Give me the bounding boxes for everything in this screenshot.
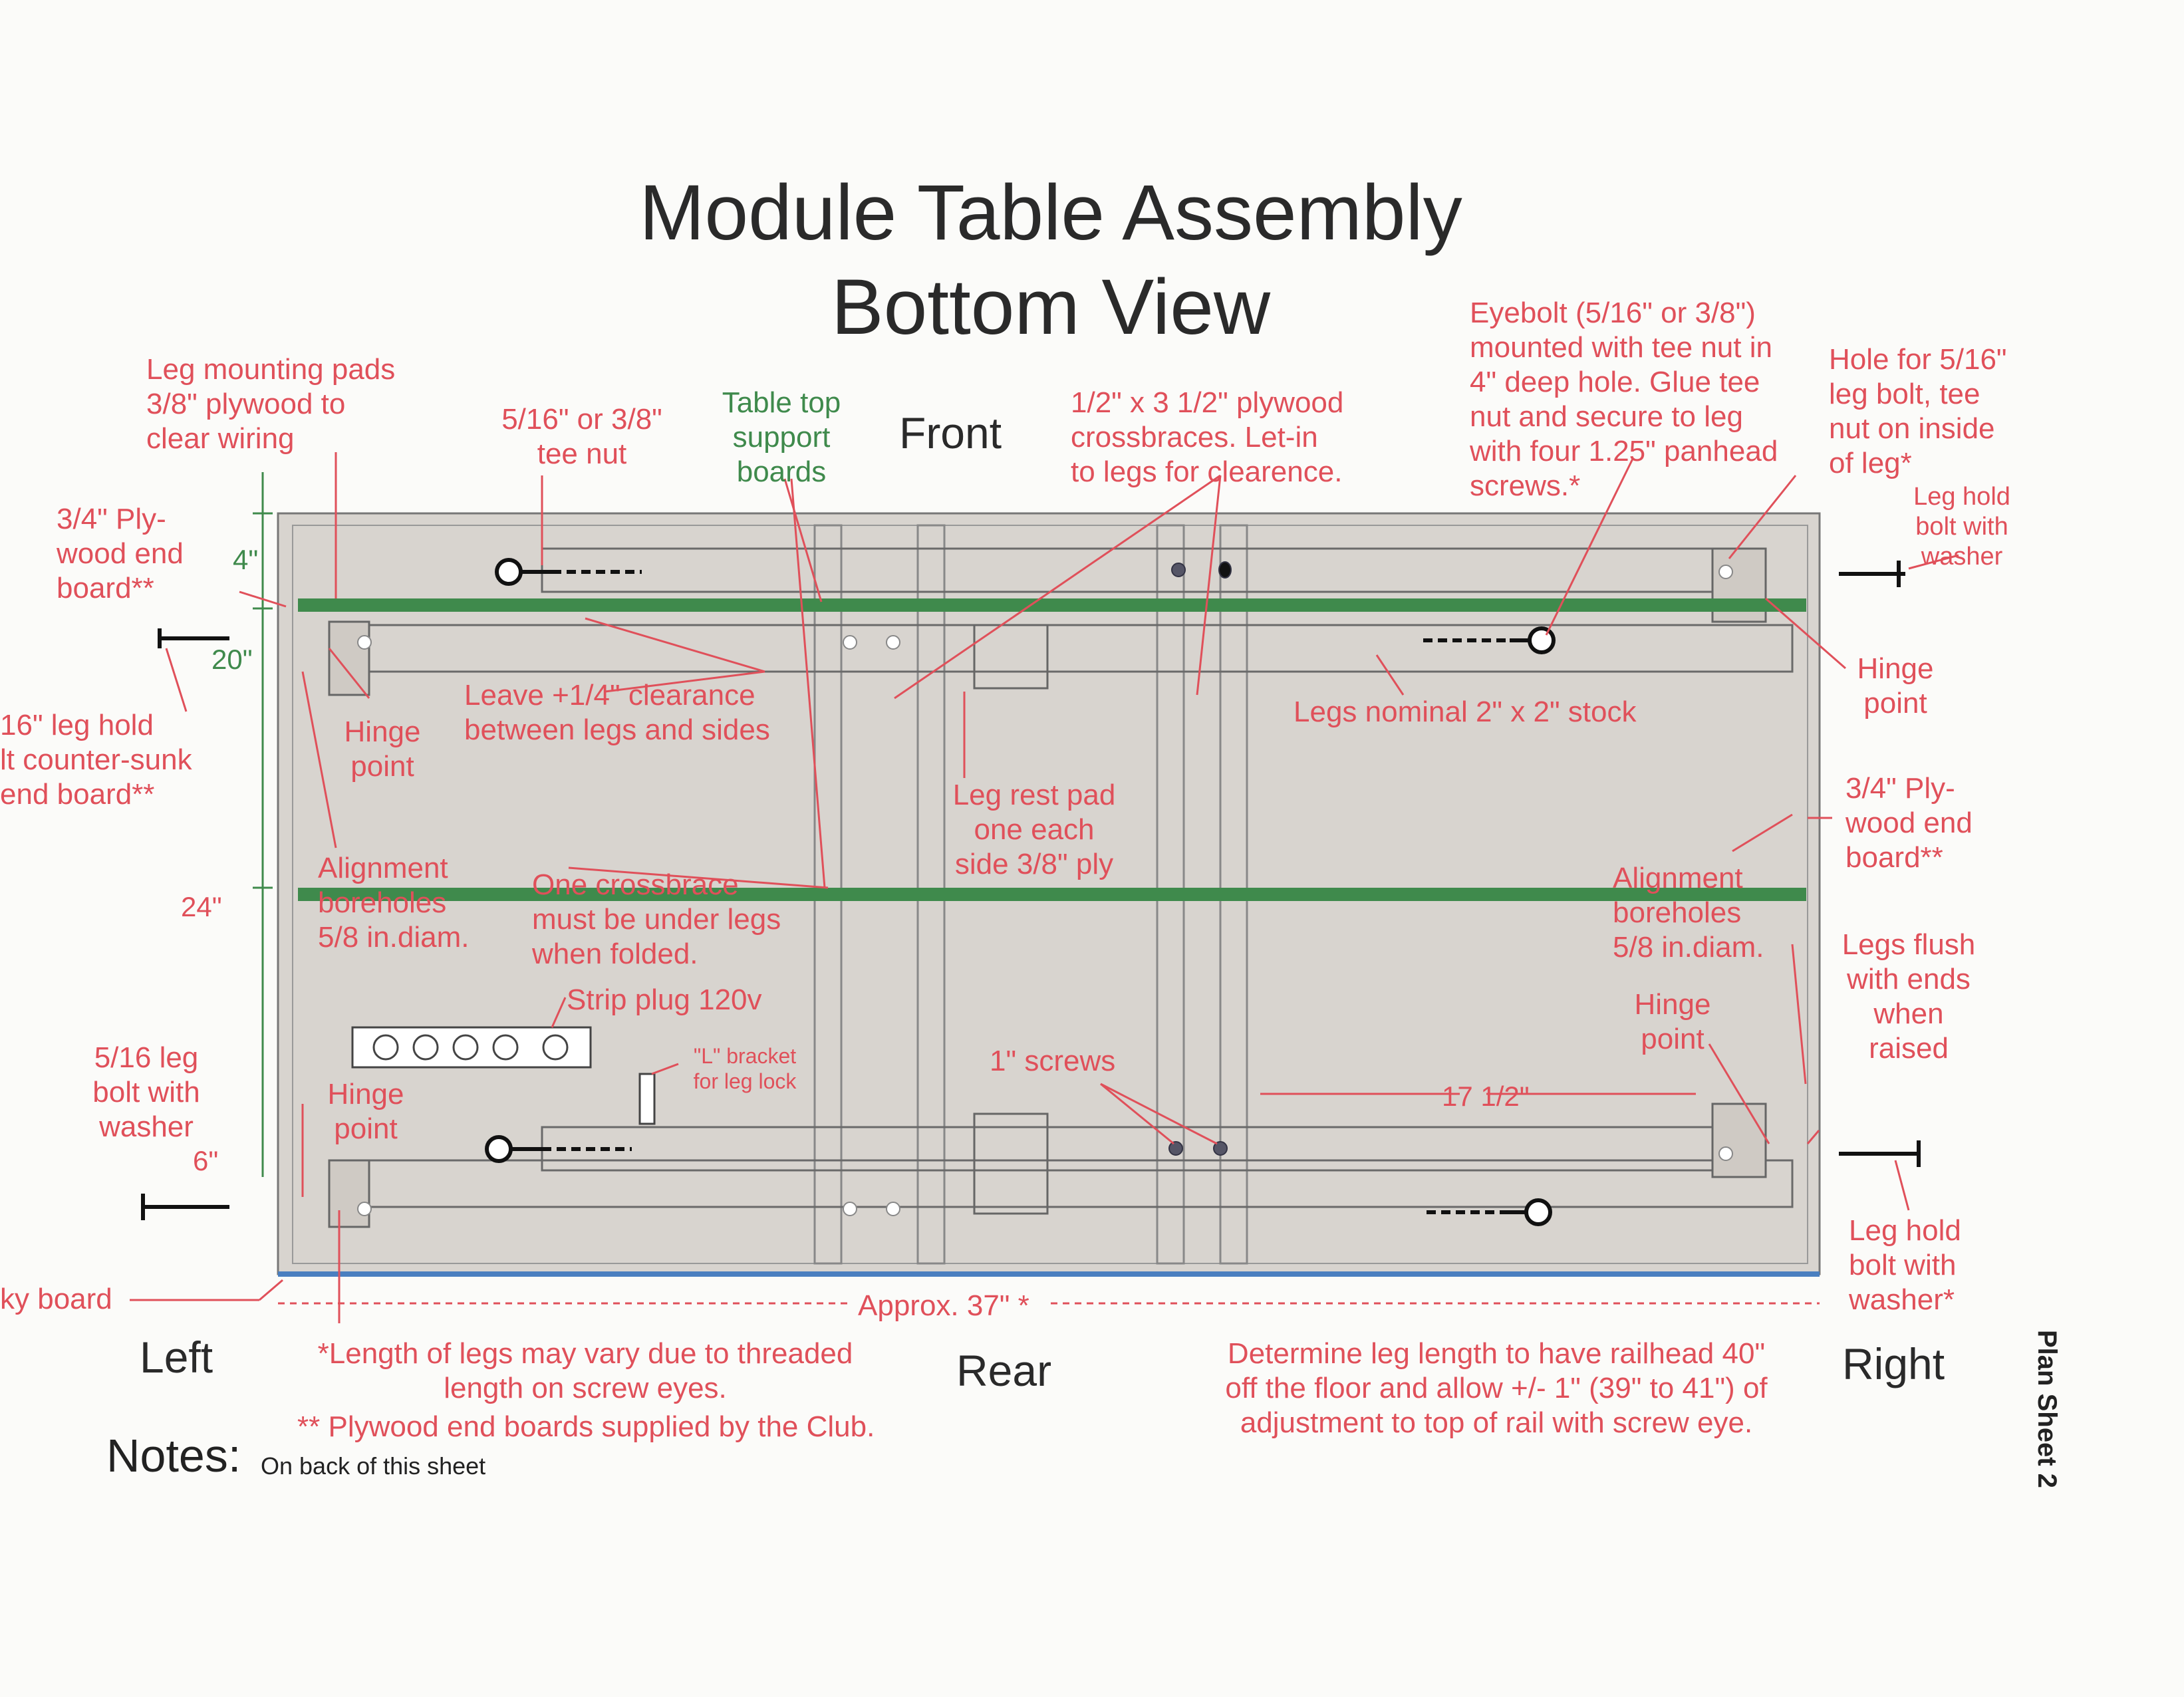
diagram-title: Module Table Assembly Bottom View xyxy=(519,166,1583,354)
label-eyebolt: Eyebolt (5/16" or 3/8") mounted with tee… xyxy=(1470,297,1778,502)
label-leg-bolt-left: 5/16 leg bolt with washer xyxy=(92,1041,200,1143)
title-line-2: Bottom View xyxy=(831,263,1271,351)
label-crossbraces: 1/2" x 3 1/2" plywood crossbraces. Let-i… xyxy=(1071,386,1344,488)
note-plywood: ** Plywood end boards supplied by the Cl… xyxy=(297,1410,875,1443)
strip-plug-outlets xyxy=(372,1034,569,1061)
borehole xyxy=(843,635,857,650)
dimension-17-half: 17 1/2" xyxy=(1442,1081,1530,1112)
note-determine: Determine leg length to have railhead 40… xyxy=(1225,1337,1768,1439)
table-top-inner xyxy=(292,525,1808,1264)
note-length: *Length of legs may vary due to threaded… xyxy=(317,1337,853,1404)
label-hinge-point-right: Hinge point xyxy=(1634,988,1711,1055)
label-legs-nominal: Legs nominal 2" x 2" stock xyxy=(1294,696,1637,728)
label-hinge-point-bl: Hinge point xyxy=(327,1078,404,1145)
leader-lines xyxy=(130,452,1959,1323)
leg-pad xyxy=(1711,1103,1767,1178)
dimension-6: 6" xyxy=(193,1145,219,1176)
screw xyxy=(1171,563,1186,577)
label-leg-hold-countersunk: 16" leg hold lt counter-sunk end board** xyxy=(0,709,192,811)
label-alignment-right: Alignment boreholes 5/8 in.diam. xyxy=(1613,862,1764,964)
eyebolts xyxy=(485,558,1556,1226)
label-one-inch-screws: 1" screws xyxy=(990,1045,1116,1077)
label-legs-flush: Legs flush with ends when raised xyxy=(1842,928,1976,1065)
screw xyxy=(1218,561,1232,579)
screw xyxy=(1213,1141,1228,1156)
notes-label: Notes: xyxy=(106,1430,241,1482)
label-sky-board: ky board xyxy=(0,1283,112,1315)
dimension-24: 24" xyxy=(181,891,222,922)
borehole xyxy=(1718,565,1733,579)
label-one-crossbrace: One crossbrace must be under legs when f… xyxy=(532,868,781,970)
label-plywood-end-left: 3/4" Ply- wood end board** xyxy=(57,503,184,604)
label-leg-hold-washer-br: Leg hold bolt with washer* xyxy=(1849,1214,1961,1316)
borehole xyxy=(886,1202,900,1216)
label-hinge-point-tr: Hinge point xyxy=(1857,652,1934,719)
leg-rest-pad-bottom xyxy=(973,1112,1049,1215)
label-table-top-support: Table top support boards xyxy=(722,386,841,488)
side-front: Front xyxy=(899,408,1002,457)
strip-plug xyxy=(351,1026,592,1069)
screw xyxy=(1168,1141,1183,1156)
leg-pad xyxy=(328,620,370,696)
label-leg-rest-pad: Leg rest pad one each side 3/8" ply xyxy=(952,779,1116,880)
dimension-20: 20" xyxy=(211,644,253,675)
borehole xyxy=(886,635,900,650)
label-leg-mounting-pads: Leg mounting pads 3/8" plywood to clear … xyxy=(146,353,396,455)
notes-value: On back of this sheet xyxy=(261,1452,486,1480)
side-right: Right xyxy=(1842,1339,1945,1388)
label-tee-nut: 5/16" or 3/8" tee nut xyxy=(501,403,662,470)
support-board-top xyxy=(298,598,1806,612)
dimension-4: 4" xyxy=(233,544,259,575)
support-board-bottom xyxy=(298,888,1806,901)
leg-pad xyxy=(328,1159,370,1228)
title-line-1: Module Table Assembly xyxy=(639,169,1462,257)
sky-board-edge xyxy=(278,1271,1820,1277)
side-left: Left xyxy=(140,1333,213,1382)
leg-rest-pad-top xyxy=(973,624,1049,690)
l-bracket xyxy=(638,1073,656,1125)
borehole xyxy=(843,1202,857,1216)
side-rear: Rear xyxy=(956,1346,1052,1395)
borehole xyxy=(357,635,372,650)
label-hole-leg-bolt: Hole for 5/16" leg bolt, tee nut on insi… xyxy=(1829,343,2007,479)
label-approx: Approx. 37" * xyxy=(858,1289,1029,1322)
label-hinge-point-tl: Hinge point xyxy=(344,716,421,783)
dimension-line-left xyxy=(253,472,273,1177)
boreholes xyxy=(357,565,1733,1216)
borehole xyxy=(1718,1146,1733,1161)
label-l-bracket: "L" bracket for leg lock xyxy=(693,1044,797,1093)
screws xyxy=(1168,561,1232,1156)
label-alignment-left: Alignment boreholes 5/8 in.diam. xyxy=(318,852,470,954)
leg-hold-bolts xyxy=(141,561,1921,1220)
plan-sheet-label: Plan Sheet 2 xyxy=(2032,1330,2062,1488)
label-strip-plug: Strip plug 120v xyxy=(567,983,762,1016)
label-leave-clearance: Leave +1/4" clearance between legs and s… xyxy=(464,679,770,746)
borehole xyxy=(357,1202,372,1216)
label-leg-hold-washer-tr: Leg hold bolt with washer xyxy=(1913,483,2010,571)
label-plywood-end-right: 3/4" Ply- wood end board** xyxy=(1845,772,1973,874)
